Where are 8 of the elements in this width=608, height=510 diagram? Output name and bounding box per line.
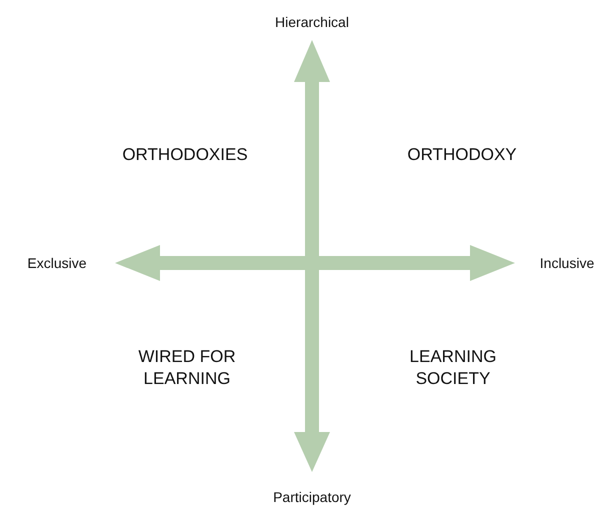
axis-label: Participatory xyxy=(273,489,351,505)
axis-label: Inclusive xyxy=(540,255,594,271)
quadrant-label: ORTHODOXIES xyxy=(122,144,248,166)
axis-label: Hierarchical xyxy=(275,14,349,30)
axis-label: Exclusive xyxy=(27,255,87,271)
quadrant-label: ORTHODOXY xyxy=(407,144,517,166)
quadrant-label: LEARNING SOCIETY xyxy=(408,346,498,390)
quadrant-label: WIRED FOR LEARNING xyxy=(137,346,237,390)
